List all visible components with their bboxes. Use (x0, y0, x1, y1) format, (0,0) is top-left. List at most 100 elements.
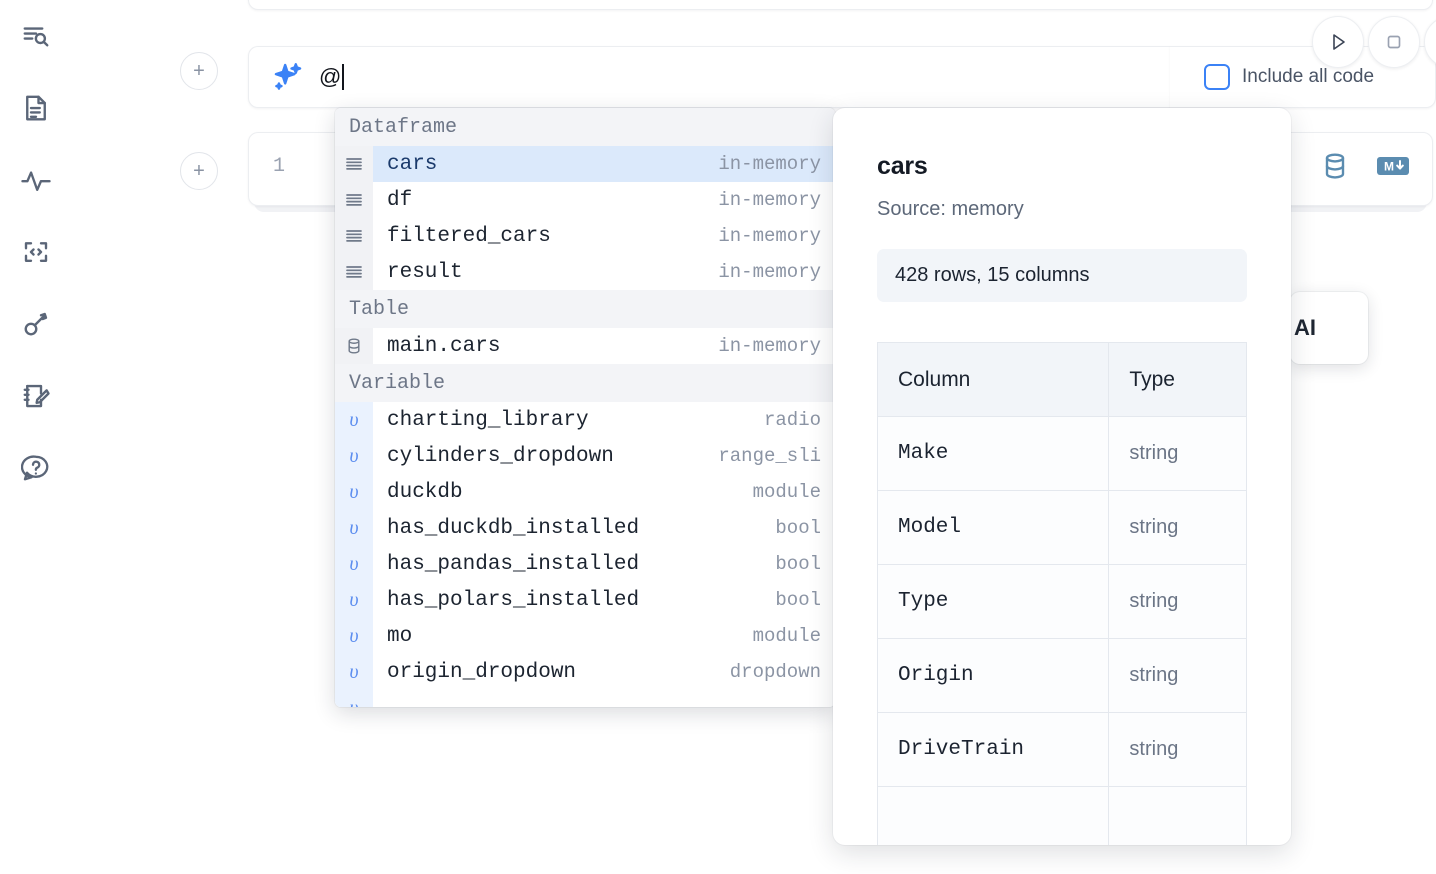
item-type: in-memory (718, 225, 821, 247)
item-name: mo (387, 624, 413, 648)
autocomplete-item-body: main.cars in-memory (373, 328, 835, 364)
item-type: dropdown (729, 661, 821, 683)
autocomplete-item-body: cylinders_dropdown range_sli (373, 438, 835, 474)
left-icon-rail (0, 0, 72, 874)
info-panel-source: Source: memory (877, 198, 1024, 220)
database-icon (335, 328, 373, 364)
help-chat-icon[interactable] (14, 446, 58, 490)
schema-table: Column Type Make string Model string Typ… (876, 342, 1247, 845)
variable-icon: υ (335, 654, 373, 690)
schema-column-name: Origin (876, 638, 1110, 713)
item-name: filtered_cars (387, 224, 551, 248)
autocomplete-item-main-cars[interactable]: main.cars in-memory (335, 328, 835, 364)
autocomplete-item-body: df in-memory (373, 182, 835, 218)
schema-column-type (1108, 786, 1247, 845)
autocomplete-item-body: charting_library radio (373, 402, 835, 438)
ai-suggestion-card[interactable]: AI (1290, 292, 1368, 364)
add-cell-button-1[interactable]: + (180, 52, 218, 90)
schema-column-type: string (1108, 490, 1247, 565)
dataframe-rows-icon (335, 254, 373, 290)
autocomplete-item-cylinders-dropdown[interactable]: υ cylinders_dropdown range_sli (335, 438, 835, 474)
autocomplete-item-cars[interactable]: cars in-memory (335, 146, 835, 182)
schema-column-name: DriveTrain (876, 712, 1110, 787)
item-type: in-memory (718, 335, 821, 357)
add-cell-button-2[interactable]: + (180, 152, 218, 190)
include-all-code-label: Include all code (1242, 66, 1375, 87)
autocomplete-item-has-duckdb-installed[interactable]: υ has_duckdb_installed bool (335, 510, 835, 546)
key-icon[interactable] (14, 302, 58, 346)
variable-icon: υ (335, 402, 373, 438)
cell-above (248, 0, 1433, 10)
schema-column-name (876, 786, 1110, 845)
schema-column-name: Make (876, 416, 1110, 491)
plus-icon-1: + (193, 60, 205, 82)
schema-column-type: string (1108, 416, 1247, 491)
autocomplete-item-duckdb[interactable]: υ duckdb module (335, 474, 835, 510)
dataframe-rows-icon (335, 146, 373, 182)
item-type: in-memory (718, 189, 821, 211)
item-type: bool (775, 589, 821, 611)
autocomplete-group-header: Table (335, 290, 835, 328)
scratchpad-edit-icon[interactable] (14, 374, 58, 418)
table-row: Make string (876, 416, 1247, 491)
table-row: DriveTrain string (876, 712, 1247, 787)
autocomplete-item-mo[interactable]: υ mo module (335, 618, 835, 654)
code-snippet-icon[interactable] (14, 230, 58, 274)
checkbox-box-icon[interactable] (1204, 64, 1230, 90)
schema-table-header-row: Column Type (876, 342, 1247, 417)
item-name: duckdb (387, 480, 463, 504)
sparkles-icon (271, 60, 305, 94)
dataframe-rows-icon (335, 218, 373, 254)
autocomplete-item-body: duckdb module (373, 474, 835, 510)
schema-type-header: Type (1108, 342, 1247, 417)
schema-column-type: string (1108, 638, 1247, 713)
autocomplete-group-header: Variable (335, 364, 835, 402)
text-caret (342, 64, 345, 90)
item-name: has_duckdb_installed (387, 516, 640, 540)
item-name: charting_library (387, 408, 589, 432)
autocomplete-item-body: mo module (373, 618, 835, 654)
autocomplete-item-result[interactable]: result in-memory (335, 254, 835, 290)
table-row: Origin string (876, 638, 1247, 713)
item-type: in-memory (718, 153, 821, 175)
activity-pulse-icon[interactable] (14, 158, 58, 202)
info-panel-shape: 428 rows, 15 columns (877, 249, 1247, 302)
include-all-code-checkbox[interactable]: Include all code (1204, 64, 1374, 90)
markdown-icon[interactable]: M (1376, 154, 1410, 183)
autocomplete-item-clipped[interactable]: υ (335, 690, 835, 707)
run-cell-button[interactable] (1312, 16, 1364, 68)
explore-search-icon[interactable] (14, 14, 58, 58)
autocomplete-item-df[interactable]: df in-memory (335, 182, 835, 218)
ai-prompt-cell[interactable]: @ (248, 46, 1170, 108)
item-type: module (752, 625, 821, 647)
code-line-number: 1 (273, 155, 286, 178)
autocomplete-item-has-pandas-installed[interactable]: υ has_pandas_installed bool (335, 546, 835, 582)
autocomplete-item-origin-dropdown[interactable]: υ origin_dropdown dropdown (335, 654, 835, 690)
item-name: result (387, 260, 463, 284)
schema-column-type: string (1108, 564, 1247, 639)
code-cell-icons: M (1320, 151, 1410, 186)
item-type: radio (763, 409, 821, 431)
schema-column-type: string (1108, 712, 1247, 787)
plus-icon-2: + (193, 160, 205, 182)
database-icon[interactable] (1320, 151, 1350, 186)
autocomplete-item-body: filtered_cars in-memory (373, 218, 835, 254)
item-type: in-memory (718, 261, 821, 283)
schema-column-header: Column (876, 342, 1110, 417)
info-panel-content: cars Source: memory 428 rows, 15 columns… (833, 108, 1291, 845)
ai-prompt-input[interactable]: @ (319, 64, 345, 90)
schema-column-name: Type (876, 564, 1110, 639)
item-name: has_pandas_installed (387, 552, 640, 576)
autocomplete-dropdown[interactable]: Dataframe cars in-memory df (335, 108, 835, 707)
autocomplete-item-body (373, 690, 835, 707)
autocomplete-item-charting-library[interactable]: υ charting_library radio (335, 402, 835, 438)
document-icon[interactable] (14, 86, 58, 130)
item-name: cars (387, 152, 438, 176)
schema-column-name: Model (876, 490, 1110, 565)
autocomplete-item-filtered-cars[interactable]: filtered_cars in-memory (335, 218, 835, 254)
stop-cell-button[interactable] (1368, 16, 1420, 68)
autocomplete-item-has-polars-installed[interactable]: υ has_polars_installed bool (335, 582, 835, 618)
autocomplete-item-body: origin_dropdown dropdown (373, 654, 835, 690)
variable-icon: υ (335, 546, 373, 582)
